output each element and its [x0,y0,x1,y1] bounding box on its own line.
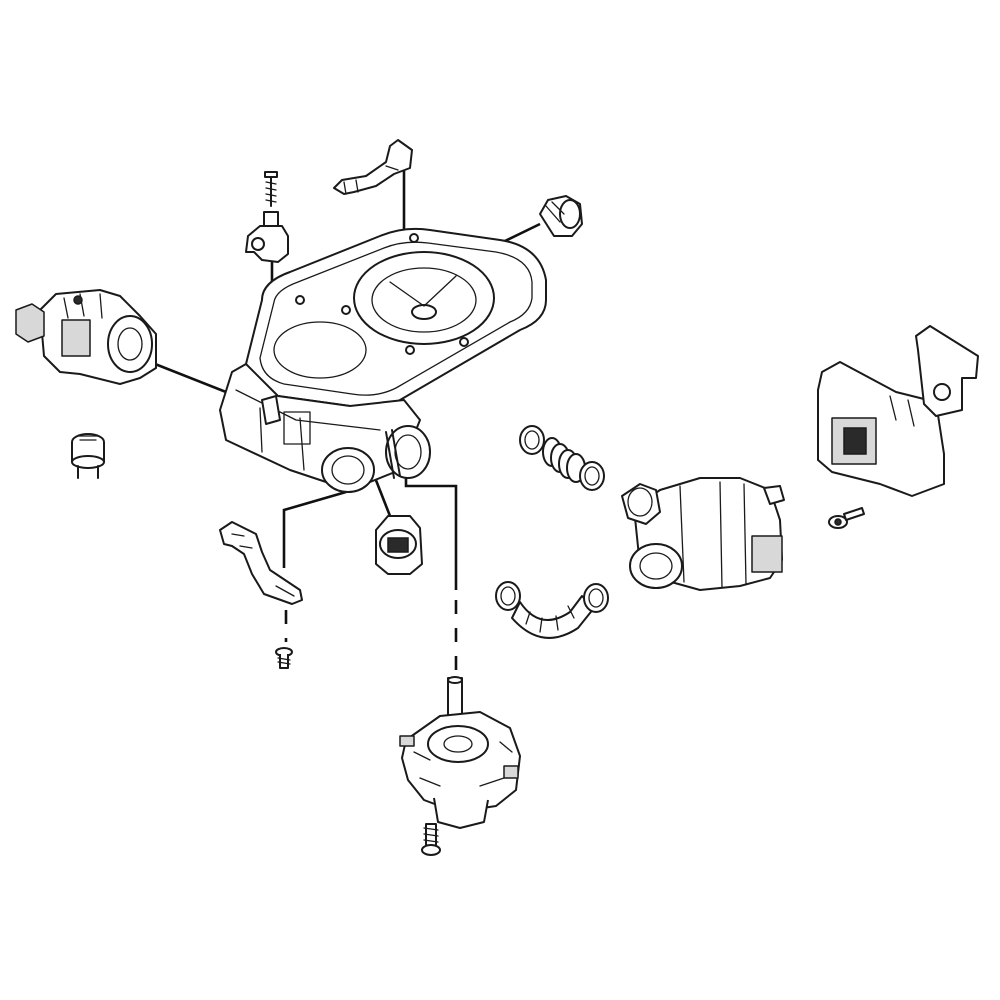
pressure-switch[interactable] [375,515,423,575]
screw-top[interactable] [264,171,278,207]
left-chamber [273,321,367,379]
flow-sensor[interactable] [245,211,289,263]
heater-element[interactable] [399,676,521,829]
hose-clamp-set-lower[interactable] [495,581,609,639]
filter-chamber-outer [353,251,495,345]
check-valve[interactable] [539,195,583,237]
thermostat-sensor[interactable] [71,433,105,479]
circulation-pump-connector [751,535,783,573]
mounting-bracket-tab [915,325,979,417]
screw-shank [279,654,289,669]
drain-pump-connector [15,303,45,343]
drain-pump-motor [61,319,91,357]
screw-thread [265,181,277,203]
elbow-hose [511,595,595,639]
screw-right[interactable] [828,507,865,529]
clamp-left [495,581,521,611]
check-valve-ribs [545,201,565,223]
circulation-pump[interactable] [621,477,785,591]
heater-detail [413,741,513,787]
top-clip[interactable] [333,139,413,195]
leader-drain-pump [149,360,227,394]
top-clip-body [333,139,413,195]
top-clip-detail [343,165,399,195]
filter-chamber-inner [371,267,477,333]
mounting-bracket-hole [933,383,951,401]
thermostat-terminals [77,465,99,479]
sump-window [283,411,311,445]
bracket-clip[interactable] [219,521,303,605]
circulation-pump-outlet [629,543,683,589]
filter-ribs [389,275,457,307]
clamp-right [583,583,609,613]
flow-sensor-hole [251,237,265,251]
side-fitting [261,395,281,425]
leader-bracket-clip [282,490,347,568]
port-seal-ring [385,429,401,479]
bracket-clip-body [219,521,303,605]
mounting-bracket[interactable] [817,325,979,497]
heater-top-ring [427,725,489,763]
flow-sensor-top [263,211,279,227]
heater-bottom [433,797,489,829]
clamp-left [519,425,545,455]
circulation-pump-ribs [679,481,747,589]
sump-port-right [385,425,431,479]
hose-clamp-set-upper[interactable] [519,425,605,491]
sump-port-left [321,447,375,493]
screw-shank [843,507,865,521]
screw-head [421,844,441,856]
gasket-inner-edge [259,241,533,396]
sump-housing[interactable] [219,227,547,493]
screw-lower-left[interactable] [275,647,293,669]
bellows-hose [542,437,586,483]
pressure-switch-socket [387,537,409,553]
bracket-clip-detail [231,533,295,597]
drain-pump-volute [107,315,153,373]
filter-hub [411,304,437,320]
screw-head [264,171,278,178]
clamp-right [579,461,605,491]
drain-pump[interactable] [15,289,157,385]
screw-bottom[interactable] [421,823,441,856]
